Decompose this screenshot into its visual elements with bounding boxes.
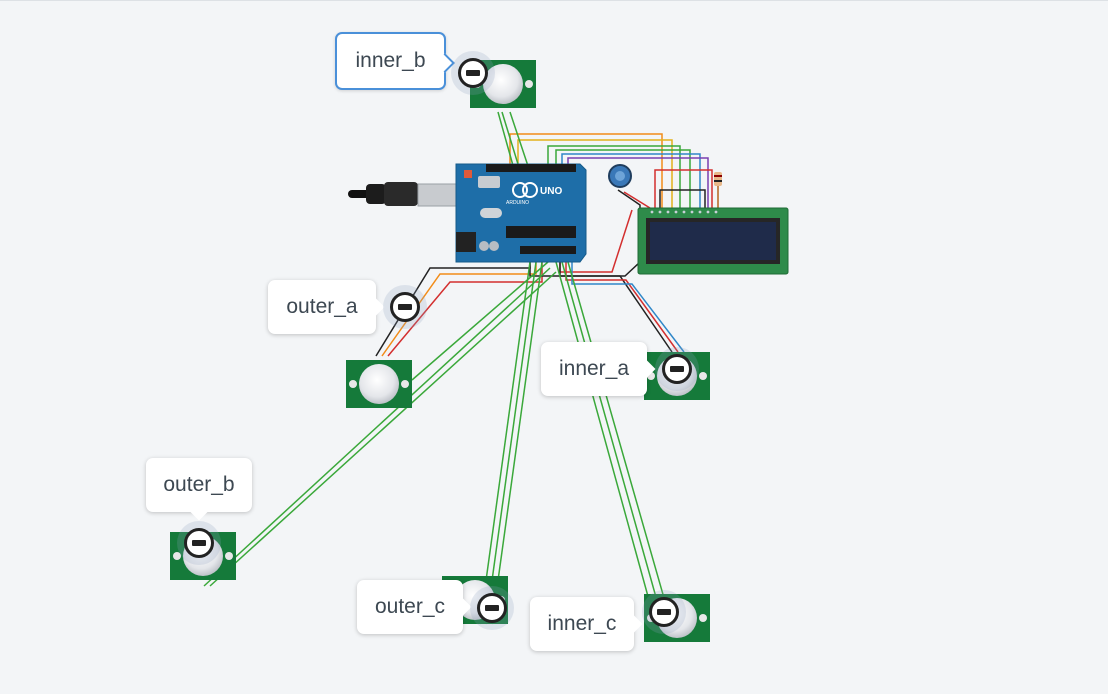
- label-inner-b[interactable]: inner_b: [335, 32, 455, 90]
- wire-inner-a-blue: [571, 262, 685, 353]
- wire-lcd-blue: [561, 153, 701, 208]
- wire-inner-a-black: [559, 262, 673, 353]
- lcd-display[interactable]: [637, 207, 789, 275]
- wires: [203, 111, 719, 641]
- wire-sig-outer-c-1: [479, 261, 531, 625]
- sensor-knob-outer-b[interactable]: [184, 528, 214, 558]
- sensor-knob-inner-b[interactable]: [458, 58, 488, 88]
- sensor-knob-inner-a[interactable]: [662, 354, 692, 384]
- label-inner-b-text: inner_b: [355, 49, 426, 72]
- label-inner-a-text: inner_a: [558, 357, 630, 380]
- board-logo-text: UNO: [540, 186, 562, 197]
- wire-sig-outer-b-2: [209, 271, 557, 587]
- wire-sig-outer-a: [411, 261, 549, 381]
- wire-lcd-black-top: [659, 189, 706, 208]
- resistor[interactable]: [714, 172, 722, 186]
- potentiometer[interactable]: [608, 164, 632, 188]
- wire-lcd-green1: [547, 145, 681, 208]
- sensor-knob-outer-a[interactable]: [390, 292, 420, 322]
- label-outer-a-text: outer_a: [286, 295, 358, 318]
- arduino-uno[interactable]: UNO ARDUINO: [455, 163, 587, 263]
- top-divider: [0, 0, 1108, 1]
- label-inner-a[interactable]: inner_a: [541, 342, 656, 396]
- wire-inner-a-red: [565, 262, 679, 353]
- sensor-knob-outer-c[interactable]: [477, 593, 507, 623]
- wire-sig-outer-c-2: [485, 261, 537, 625]
- wire-lcd-orange: [509, 133, 663, 208]
- wire-lcd-yellow: [517, 139, 673, 208]
- pir-sensor-outer-a[interactable]: [346, 360, 412, 408]
- wire-sig-inner-c-3: [567, 261, 677, 641]
- wire-pot-black: [617, 189, 641, 208]
- label-outer-c-text: outer_c: [374, 595, 446, 618]
- label-outer-a[interactable]: outer_a: [268, 280, 385, 334]
- label-outer-b[interactable]: outer_b: [146, 458, 252, 521]
- wire-sig-inner-c-2: [561, 261, 669, 641]
- board-brand-text: ARDUINO: [506, 200, 529, 206]
- usb-cable[interactable]: [348, 182, 457, 207]
- label-inner-c[interactable]: inner_c: [530, 597, 643, 651]
- wire-power-red: [387, 262, 543, 357]
- wire-pot-red: [623, 191, 651, 209]
- wire-lcd-red-top: [654, 169, 713, 208]
- label-outer-c[interactable]: outer_c: [357, 580, 472, 634]
- wire-sig-outer-b-1: [203, 267, 551, 587]
- label-outer-b-text: outer_b: [163, 473, 235, 496]
- sensor-knob-inner-c[interactable]: [649, 597, 679, 627]
- wire-sig-outer-c-3: [491, 261, 543, 625]
- wire-lcd-green2: [555, 149, 691, 208]
- label-inner-c-text: inner_c: [547, 612, 617, 635]
- wire-lcd-purple: [567, 157, 709, 208]
- wire-sig-inner-c-1: [555, 261, 661, 641]
